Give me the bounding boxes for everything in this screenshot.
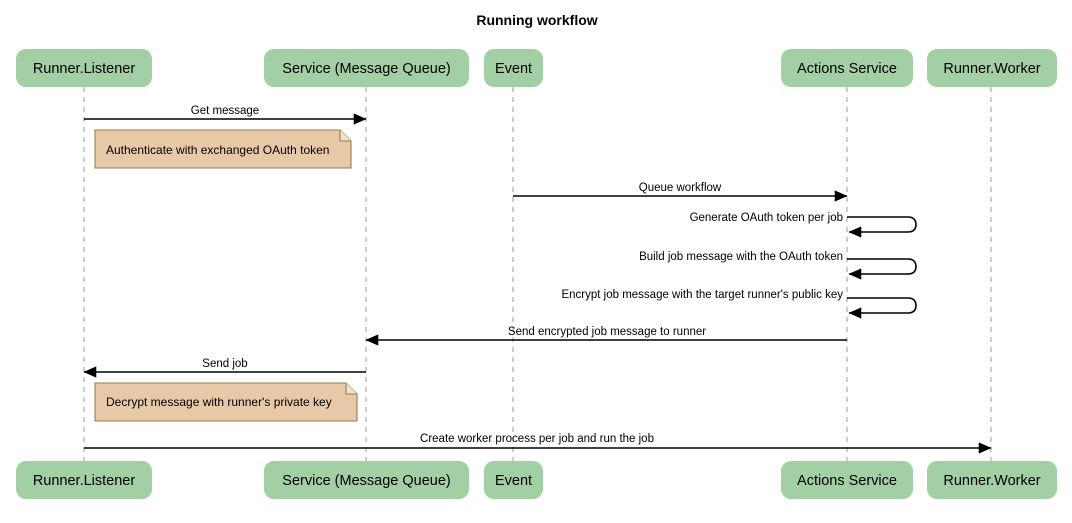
message-queue-workflow[interactable]: Queue workflow xyxy=(513,182,848,202)
message-label-generate-oauth-token-per-job: Generate OAuth token per job xyxy=(690,212,843,224)
participant-box-runner-worker-header[interactable] xyxy=(927,49,1057,87)
message-loop-generate-oauth-token-per-job xyxy=(847,216,917,238)
message-generate-oauth-token-per-job[interactable]: Generate OAuth token per job xyxy=(690,212,917,238)
participant-label-service-message-queue-footer: Service (Message Queue) xyxy=(282,473,450,489)
message-label-queue-workflow: Queue workflow xyxy=(639,182,722,194)
participant-box-service-message-queue-header[interactable] xyxy=(264,49,469,87)
message-create-worker-process-per-job-and-run-the-job[interactable]: Create worker process per job and run th… xyxy=(84,433,992,454)
message-send-job[interactable]: Send job xyxy=(83,358,366,378)
note-decrypt-fold-icon xyxy=(345,383,357,395)
participant-label-runner-worker-footer: Runner.Worker xyxy=(943,473,1040,489)
message-encrypt-job-message-with-the-target-runners-public-key[interactable]: Encrypt job message with the target runn… xyxy=(561,289,917,319)
participant-box-runner-listener-header[interactable] xyxy=(16,49,152,87)
note-decrypt[interactable]: Decrypt message with runner's private ke… xyxy=(94,382,358,422)
participant-box-event-header[interactable] xyxy=(484,49,543,87)
participant-label-runner-listener-footer: Runner.Listener xyxy=(33,473,136,489)
note-decrypt-label: Decrypt message with runner's private ke… xyxy=(106,395,332,409)
participant-label-actions-service-header: Actions Service xyxy=(797,61,897,77)
participant-label-service-message-queue-header: Service (Message Queue) xyxy=(282,61,450,77)
lifeline-group xyxy=(83,87,992,461)
message-get-message[interactable]: Get message xyxy=(84,105,367,125)
participant-event-footer[interactable]: Event xyxy=(484,461,543,499)
participant-runner-listener-header[interactable]: Runner.Listener xyxy=(16,49,152,87)
note-authenticate-label: Authenticate with exchanged OAuth token xyxy=(106,143,329,157)
participant-label-event-header: Event xyxy=(495,61,532,77)
message-label-send-job: Send job xyxy=(202,358,247,370)
message-loop-encrypt-job-message-with-the-target-runners-public-key xyxy=(847,297,917,319)
message-send-encrypted-job-message-to-runner[interactable]: Send encrypted job message to runner xyxy=(365,326,847,346)
participant-actions-service-header[interactable]: Actions Service xyxy=(781,49,913,87)
note-decrypt-body xyxy=(94,382,358,422)
participant-box-runner-worker-footer[interactable] xyxy=(927,461,1057,499)
participant-box-actions-service-footer[interactable] xyxy=(781,461,913,499)
participant-runner-listener-footer[interactable]: Runner.Listener xyxy=(16,461,152,499)
message-label-encrypt-job-message-with-the-target-runners-public-key: Encrypt job message with the target runn… xyxy=(561,289,843,301)
note-authenticate-body xyxy=(94,129,352,169)
participant-box-runner-listener-footer[interactable] xyxy=(16,461,152,499)
message-label-get-message: Get message xyxy=(191,105,259,117)
participant-service-message-queue-header[interactable]: Service (Message Queue) xyxy=(264,49,469,87)
participant-label-runner-listener-header: Runner.Listener xyxy=(33,61,136,77)
participant-label-actions-service-footer: Actions Service xyxy=(797,473,897,489)
participant-event-header[interactable]: Event xyxy=(484,49,543,87)
message-loop-build-job-message-with-the-oauth-token xyxy=(847,258,917,280)
message-label-build-job-message-with-the-oauth-token: Build job message with the OAuth token xyxy=(639,251,843,263)
participant-actions-service-footer[interactable]: Actions Service xyxy=(781,461,913,499)
participant-runner-worker-footer[interactable]: Runner.Worker xyxy=(927,461,1057,499)
participant-box-event-footer[interactable] xyxy=(484,461,543,499)
participant-service-message-queue-footer[interactable]: Service (Message Queue) xyxy=(264,461,469,499)
message-build-job-message-with-the-oauth-token[interactable]: Build job message with the OAuth token xyxy=(639,251,917,280)
participant-footer-row: Runner.Listener Service (Message Queue) Ev… xyxy=(16,461,1057,499)
note-authenticate[interactable]: Authenticate with exchanged OAuth token xyxy=(94,129,352,169)
message-label-create-worker-process-per-job-and-run-the-job: Create worker process per job and run th… xyxy=(420,433,654,445)
message-label-send-encrypted-job-message-to-runner: Send encrypted job message to runner xyxy=(508,326,706,338)
participant-label-runner-worker-header: Runner.Worker xyxy=(943,61,1040,77)
participant-runner-worker-header[interactable]: Runner.Worker xyxy=(927,49,1057,87)
note-authenticate-fold-icon xyxy=(339,130,351,142)
participant-label-event-footer: Event xyxy=(495,473,532,489)
page-title: Running workflow xyxy=(476,12,597,28)
note-group: Authenticate with exchanged OAuth tokenD… xyxy=(94,129,358,422)
participant-header-row: Runner.Listener Service (Message Queue) Ev… xyxy=(16,49,1057,87)
participant-box-service-message-queue-footer[interactable] xyxy=(264,461,469,499)
participant-box-actions-service-header[interactable] xyxy=(781,49,913,87)
